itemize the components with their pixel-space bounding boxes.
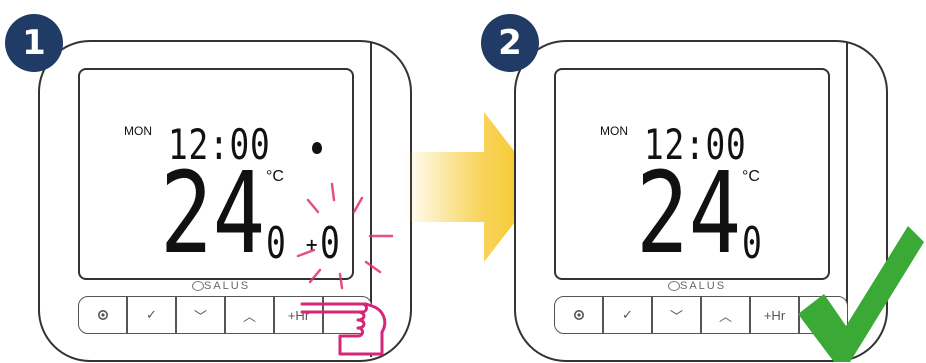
temperature-display: 24 bbox=[160, 158, 265, 270]
brand-mark-icon bbox=[192, 281, 204, 291]
step-1: 1 MON 12:00 °C 24 0 + 0 SALUS ✓ ﹀ ︿ +Hr bbox=[0, 0, 440, 363]
temperature-display: 24 bbox=[636, 158, 741, 270]
up-button[interactable]: ︿ bbox=[225, 296, 274, 334]
chevron-up-icon: ︿ bbox=[719, 306, 732, 325]
pointing-hand-icon bbox=[296, 292, 396, 358]
confirm-button[interactable]: ✓ bbox=[603, 296, 652, 334]
chevron-down-icon: ﹀ bbox=[194, 306, 207, 325]
flash-rays bbox=[280, 178, 400, 298]
temperature-decimal: 0 bbox=[742, 222, 762, 266]
green-checkmark-icon bbox=[794, 222, 926, 363]
step-badge: 1 bbox=[5, 14, 63, 72]
step-badge: 2 bbox=[481, 14, 539, 72]
up-button[interactable]: ︿ bbox=[701, 296, 750, 334]
settings-button[interactable] bbox=[554, 296, 603, 334]
chevron-up-icon: ︿ bbox=[243, 306, 256, 325]
day-label: MON bbox=[124, 124, 152, 138]
extend-hour-button[interactable]: +Hr bbox=[750, 296, 799, 334]
brand-logo: SALUS bbox=[668, 280, 726, 292]
brand-mark-icon bbox=[668, 281, 680, 291]
down-button[interactable]: ﹀ bbox=[652, 296, 701, 334]
day-label: MON bbox=[600, 124, 628, 138]
temperature-unit: °C bbox=[742, 168, 760, 186]
down-button[interactable]: ﹀ bbox=[176, 296, 225, 334]
gear-icon bbox=[572, 308, 586, 322]
chevron-down-icon: ﹀ bbox=[670, 306, 683, 325]
brand-logo: SALUS bbox=[192, 280, 250, 292]
hand-icon bbox=[312, 142, 322, 154]
check-icon: ✓ bbox=[146, 307, 157, 323]
settings-button[interactable] bbox=[78, 296, 127, 334]
check-icon: ✓ bbox=[622, 307, 633, 323]
step-2: 2 MON 12:00 °C 24 0 SALUS ✓ ﹀ ︿ +Hr bbox=[476, 0, 926, 363]
confirm-button[interactable]: ✓ bbox=[127, 296, 176, 334]
gear-icon bbox=[96, 308, 110, 322]
